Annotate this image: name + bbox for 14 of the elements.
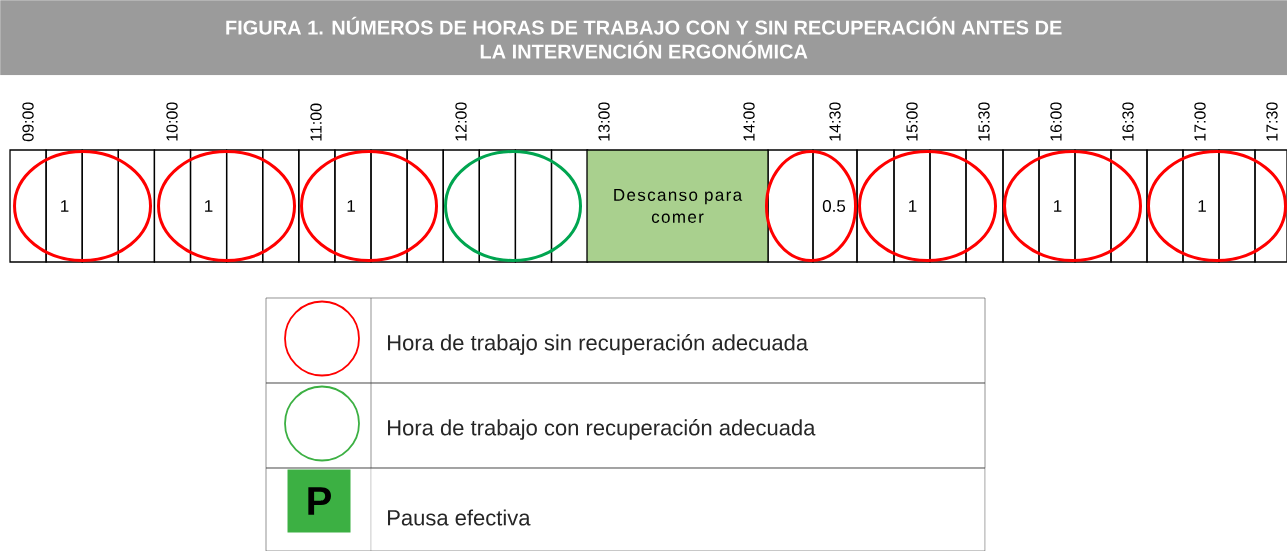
time-label: 12:00 [455, 102, 467, 141]
time-label: 11:00 [310, 103, 322, 141]
legend-text: Pausa efectiva [388, 509, 531, 526]
time-label: 15:30 [978, 102, 990, 141]
time-label: 10:00 [166, 102, 178, 141]
hour-ellipse [444, 150, 582, 262]
legend-text: Hora de trabajo con recuperación adecuada [388, 419, 816, 440]
time-label: 13:00 [598, 102, 610, 141]
title-bar: FIGURA 1. NÚMEROS DE HORAS DE TRABAJO CON Y SIN RECUPERACIÓN ANTES DE LA INTERVENCIÓN ERGONÓMICA [0, 0, 1287, 76]
time-label: 14:30 [829, 102, 841, 141]
legend-text: Hora de trabajo sin recuperación adecuada [388, 334, 809, 355]
time-label: 14:00 [743, 102, 755, 141]
time-label: 16:30 [1122, 102, 1134, 141]
break-box: Descanso para comer [586, 149, 769, 263]
